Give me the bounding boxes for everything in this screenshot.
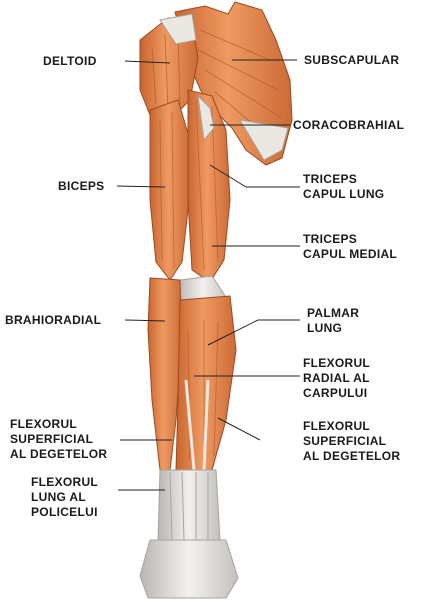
label-line: CARPULUI bbox=[303, 386, 368, 400]
deltoid-muscle bbox=[139, 13, 199, 121]
label-line: POLICELUI bbox=[31, 505, 98, 519]
wrist-and-hand bbox=[139, 469, 239, 599]
label-line: BRAHIORADIAL bbox=[5, 313, 102, 327]
label-flexor-lung-policelui: FLEXORUL LUNG AL POLICELUI bbox=[31, 475, 98, 520]
biceps-muscle bbox=[149, 99, 191, 281]
label-palmar-lung: PALMAR LUNG bbox=[307, 306, 359, 336]
label-line: SUPERFICIAL bbox=[10, 432, 94, 446]
label-deltoid: DELTOID bbox=[43, 54, 97, 69]
triceps-muscle bbox=[187, 89, 231, 283]
subscapular-muscle bbox=[174, 1, 293, 166]
label-line: CAPUL MEDIAL bbox=[303, 247, 398, 261]
label-flexor-radial-carpului: FLEXORUL RADIAL AL CARPULUI bbox=[303, 356, 370, 401]
label-line: CORACOBRAHIAL bbox=[293, 118, 405, 132]
label-biceps: BICEPS bbox=[58, 179, 104, 194]
label-line: SUBSCAPULAR bbox=[304, 53, 400, 67]
label-brahioradial: BRAHIORADIAL bbox=[5, 313, 101, 328]
label-flexor-superficial-left: FLEXORUL SUPERFICIAL AL DEGETELOR bbox=[10, 417, 107, 462]
label-line: PALMAR bbox=[307, 306, 360, 320]
label-line: TRICEPS bbox=[303, 232, 358, 246]
label-line: FLEXORUL bbox=[10, 417, 78, 431]
label-triceps-medial: TRICEPS CAPUL MEDIAL bbox=[303, 232, 397, 262]
label-line: FLEXORUL bbox=[31, 475, 99, 489]
leader-lines bbox=[116, 59, 300, 491]
forearm-muscles bbox=[147, 277, 237, 471]
label-line: RADIAL AL bbox=[303, 371, 370, 385]
label-line: SUPERFICIAL bbox=[303, 434, 387, 448]
label-line: BICEPS bbox=[58, 179, 105, 193]
label-line: AL DEGETELOR bbox=[303, 449, 401, 463]
label-flexor-superficial-right: FLEXORUL SUPERFICIAL AL DEGETELOR bbox=[303, 419, 400, 464]
label-line: FLEXORUL bbox=[303, 356, 371, 370]
label-subscapular: SUBSCAPULAR bbox=[304, 53, 399, 68]
label-line: LUNG AL bbox=[31, 490, 86, 504]
label-line: DELTOID bbox=[43, 54, 97, 68]
label-coracobrahial: CORACOBRAHIAL bbox=[293, 118, 404, 133]
label-line: FLEXORUL bbox=[303, 419, 371, 433]
label-triceps-lung: TRICEPS CAPUL LUNG bbox=[303, 172, 384, 202]
label-line: AL DEGETELOR bbox=[10, 447, 108, 461]
label-line: LUNG bbox=[307, 321, 343, 335]
label-line: CAPUL LUNG bbox=[303, 187, 385, 201]
label-line: TRICEPS bbox=[303, 172, 358, 186]
